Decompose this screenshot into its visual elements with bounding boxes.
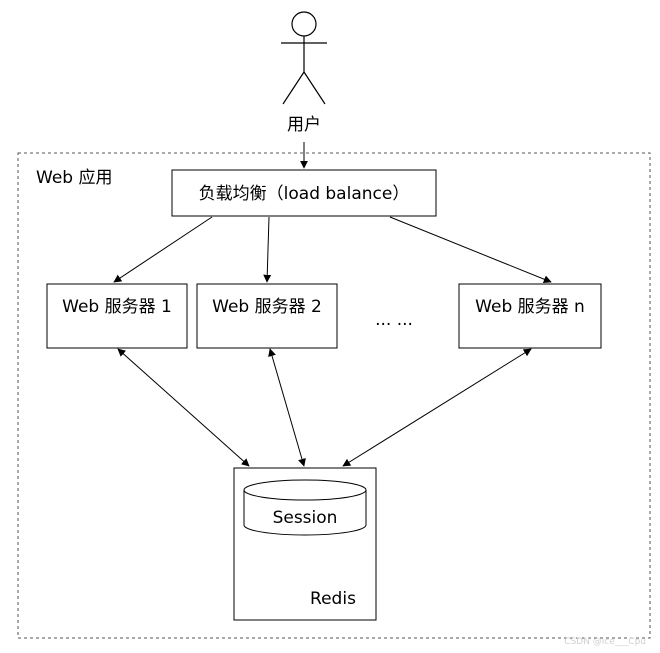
web-server-box-2	[196, 283, 338, 349]
user-right-leg-icon	[303, 71, 326, 105]
web-server-label-2: Web 服务器 2	[212, 297, 322, 317]
web-server-node-2: Web 服务器 2	[196, 283, 338, 349]
user-left-leg-icon	[282, 71, 305, 105]
load-balancer-box	[171, 169, 437, 217]
edge-server-2-redis	[268, 348, 306, 467]
redis-node: Session Redis	[233, 467, 377, 621]
web-server-box-n	[458, 283, 602, 349]
load-balancer-label: 负载均衡（load balance）	[199, 184, 410, 204]
edge-lb-to-server-n	[389, 216, 552, 284]
web-server-label-n: Web 服务器 n	[475, 297, 585, 317]
user-actor: 用户	[281, 11, 327, 135]
redis-label: Redis	[310, 589, 356, 609]
web-server-label-1: Web 服务器 1	[62, 297, 172, 317]
user-label: 用户	[287, 115, 321, 135]
session-cylinder-icon	[243, 479, 367, 536]
servers-ellipsis: ... ...	[375, 310, 413, 330]
edge-lb-to-server-1	[113, 216, 213, 283]
web-server-node-n: Web 服务器 n	[458, 283, 602, 349]
session-label: Session	[273, 508, 338, 528]
edge-lb-to-server-2	[263, 216, 272, 283]
user-head-icon	[291, 11, 317, 37]
load-balancer-node: 负载均衡（load balance）	[171, 169, 437, 217]
watermark: CSDN @ice___Cpu	[564, 637, 646, 647]
edge-server-1-redis	[117, 348, 250, 467]
edge-server-n-redis	[342, 348, 532, 467]
web-app-label: Web 应用	[36, 168, 112, 188]
web-server-box-1	[46, 283, 188, 349]
web-server-node-1: Web 服务器 1	[46, 283, 188, 349]
